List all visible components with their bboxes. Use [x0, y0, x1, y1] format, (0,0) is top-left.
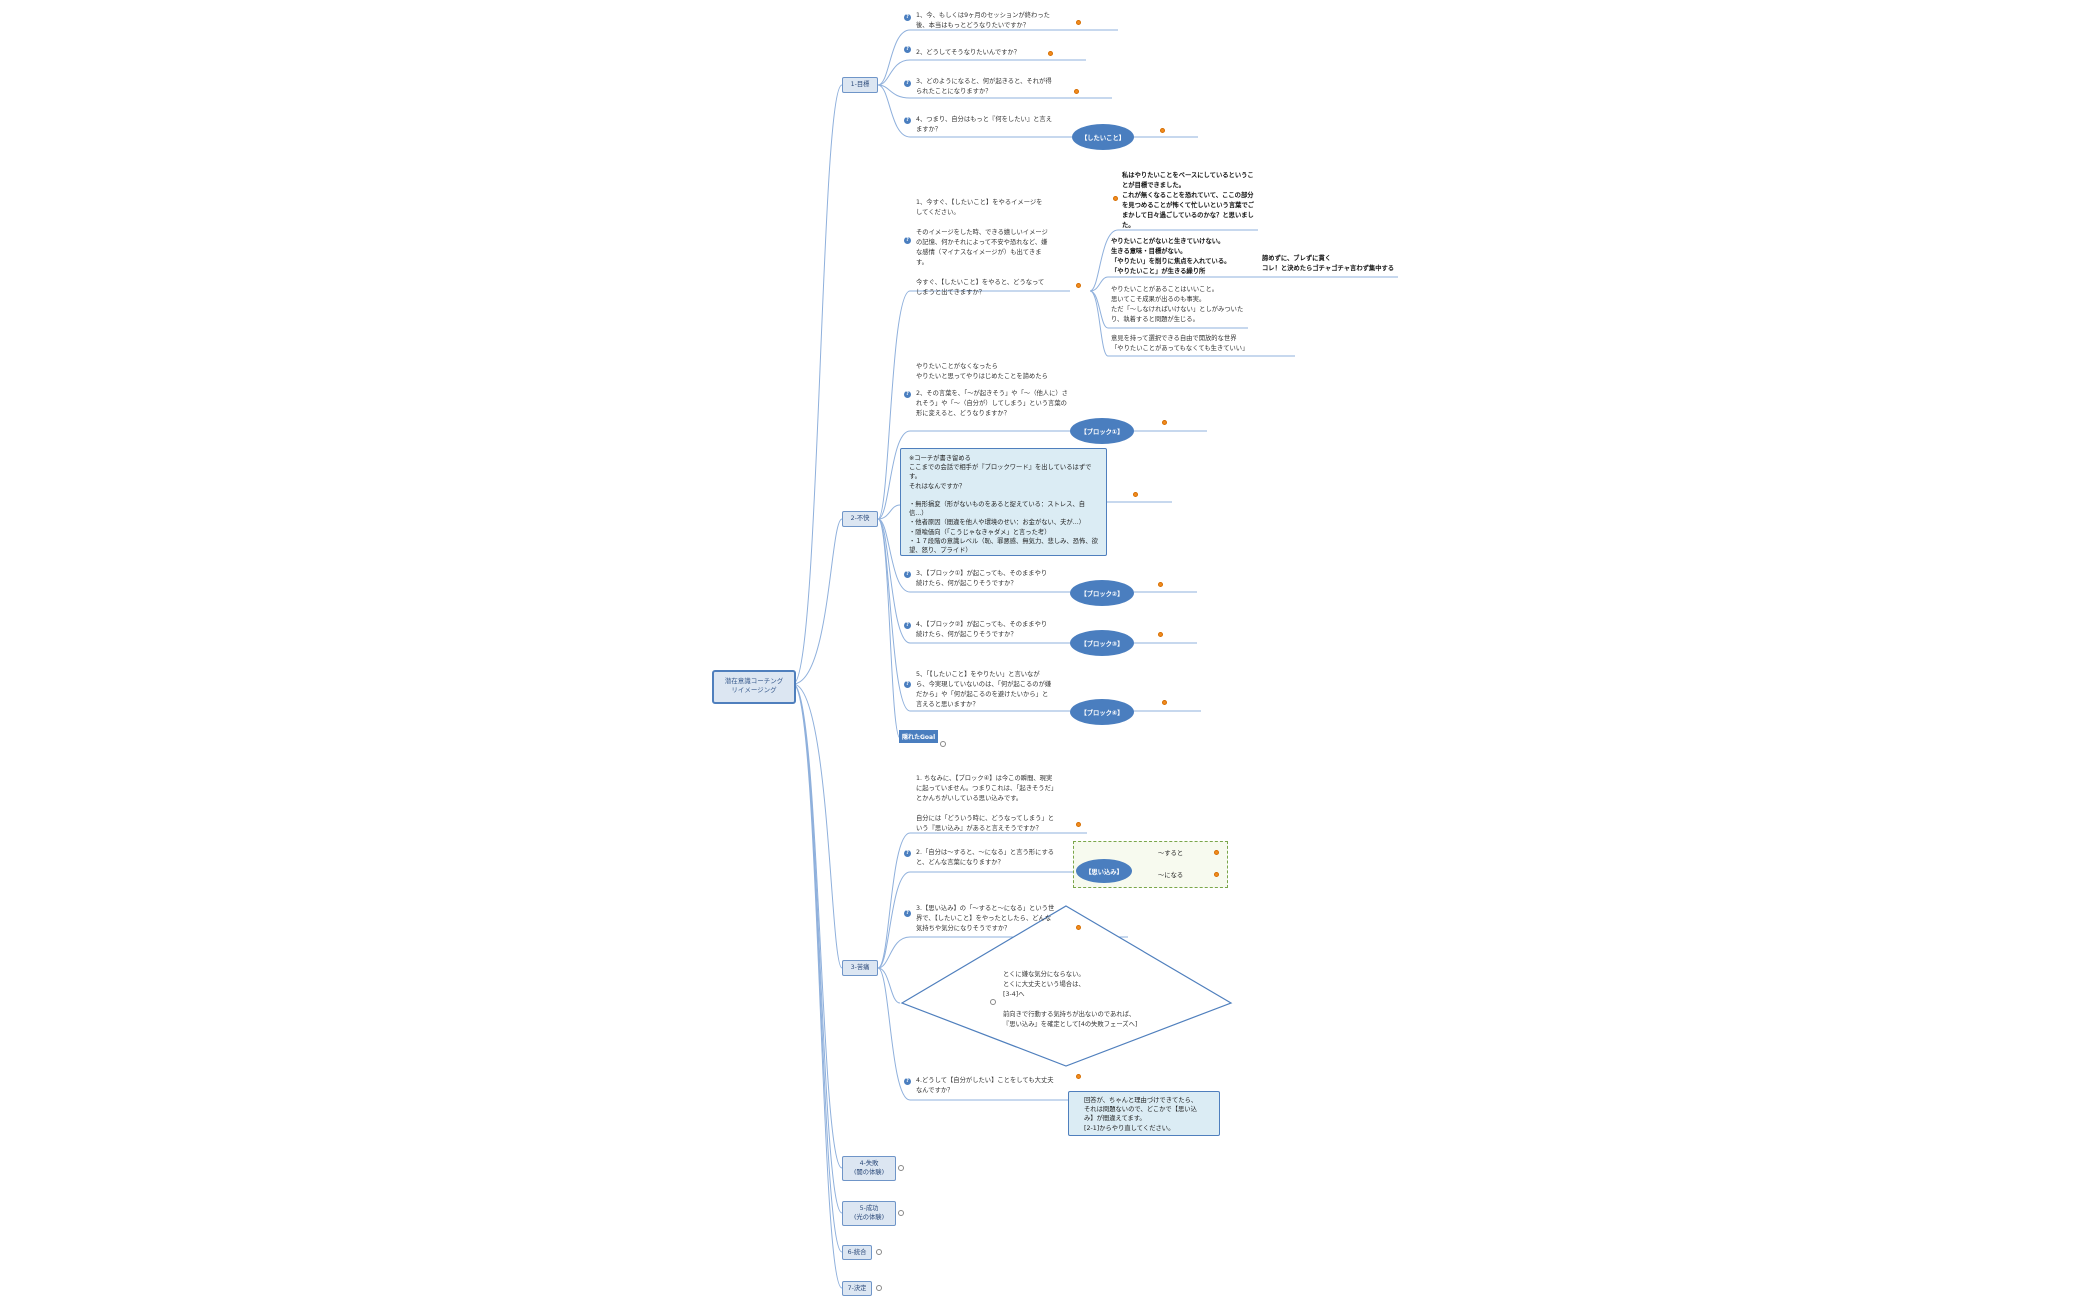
warning-icon [1076, 1074, 1081, 1079]
block-2-node[interactable]: 【ブロック②】 [1070, 580, 1134, 606]
root-topic[interactable]: 潜在意識コーチング リイメージング [712, 670, 796, 704]
question-icon: ? [904, 681, 911, 688]
goal-question-4[interactable]: 4、つまり、自分はもっと『何をしたい』と言えますか？ [916, 116, 1052, 133]
warning-icon [1158, 632, 1163, 637]
warning-icon [1133, 492, 1138, 497]
goal-question-1[interactable]: 1、今、もしくは9ヶ月のセッションが終わった後、本当はもっとどうなりたいですか？ [916, 12, 1050, 29]
pain-question-4[interactable]: 4.どうして【自分がしたい】ことをしても大丈夫なんですか？ [916, 1077, 1054, 1094]
discomfort-answer-2[interactable]: やりたいことがないと生きていけない。 生きる意味・目標がない。 「やりたい」を削… [1111, 238, 1231, 275]
discomfort-question-1[interactable]: 1、今すぐ、【したいこと】をやるイメージをしてください。 そのイメージをした時、… [916, 199, 1048, 296]
discomfort-answer-1[interactable]: 私はやりたいことをベースにしているということが目標できました。 これが無くなるこ… [1122, 172, 1255, 229]
warning-icon [1048, 51, 1053, 56]
warning-icon [1160, 128, 1165, 133]
topic-failure[interactable]: 4-失敗 (闇の体験) [842, 1156, 896, 1181]
expand-icon[interactable] [940, 741, 946, 747]
warning-icon [1214, 872, 1219, 877]
discomfort-answer-4[interactable]: 意見を持って選択できる自由で開放的な世界 「やりたいことがあってもなくても生きて… [1111, 335, 1249, 352]
note-icon [990, 999, 996, 1005]
decision-diamond [900, 905, 1233, 1067]
expand-icon[interactable] [898, 1210, 904, 1216]
question-icon: ? [904, 850, 911, 857]
want-to-do-node[interactable]: 【したいこと】 [1072, 124, 1134, 150]
expand-icon[interactable] [898, 1165, 904, 1171]
discomfort-question-4[interactable]: 4、【ブロック②】が起こっても、そのままやり続けたら、何が起こりそうですか？ [916, 621, 1048, 638]
question-icon: ? [904, 80, 911, 87]
pain-question-1[interactable]: 1. ちなみに、【ブロック④】は今この瞬間、現実に起っていません。つまりこれは、… [916, 775, 1055, 832]
pain-question-2[interactable]: 2.「自分は〜すると、〜になる」と言う形にすると、どんな言葉になりますか？ [916, 849, 1055, 866]
topic-success[interactable]: 5-成功 (光の体験) [842, 1201, 896, 1226]
warning-icon [1158, 582, 1163, 587]
warning-icon [1076, 20, 1081, 25]
topic-pain[interactable]: 3-苦痛 [842, 960, 878, 976]
question-icon: ? [904, 571, 911, 578]
question-icon: ? [904, 117, 911, 124]
warning-icon [1076, 925, 1081, 930]
warning-icon [1074, 89, 1079, 94]
topic-decision[interactable]: 7-決定 [842, 1281, 872, 1296]
block-1-node[interactable]: 【ブロック①】 [1070, 418, 1134, 444]
discomfort-answer-3[interactable]: やりたいことがあることはいいこと。 思いてこそ成果が出るのも事実。 ただ「〜しな… [1111, 286, 1244, 323]
memo-note[interactable]: やりたいことがなくなったら やりたいと思ってやりはじめたことを諦めたら [916, 363, 1048, 380]
warning-icon [1113, 196, 1118, 201]
retry-note[interactable]: 回答が、ちゃんと理由づけできてたら、 それは問題ないので、どこかで【思い込み】が… [1068, 1091, 1220, 1136]
topic-integration[interactable]: 6-統合 [842, 1245, 872, 1260]
belief-node[interactable]: 【思い込み】 [1076, 859, 1132, 883]
warning-icon [1214, 850, 1219, 855]
discomfort-question-3[interactable]: 3、【ブロック①】が起こっても、そのままやり続けたら、何が起こりそうですか？ [916, 570, 1048, 587]
goal-question-3[interactable]: 3、どのようになると、何が起きると、それが得られたことになりますか？ [916, 78, 1052, 95]
discomfort-question-2[interactable]: 2、その言葉を、「〜が起きそう」や「〜（他人に）されそう」や「〜（自分が）してし… [916, 390, 1068, 417]
belief-if-label[interactable]: 〜すると [1158, 850, 1184, 857]
topic-goal[interactable]: 1-目標 [842, 77, 878, 93]
question-icon: ? [904, 46, 911, 53]
pain-question-3[interactable]: 3.【思い込み】の「〜すると〜になる」という世界で、【したいこと】をやったとした… [916, 905, 1055, 932]
question-icon: ? [904, 622, 911, 629]
belief-then-label[interactable]: 〜になる [1158, 872, 1184, 879]
question-icon: ? [904, 391, 911, 398]
topic-discomfort[interactable]: 2-不快 [842, 511, 878, 527]
question-icon: ? [904, 237, 911, 244]
discomfort-question-5[interactable]: 5、「【したいこと】をやりたい」と言いながら、今実現していないのは、「何が起こる… [916, 671, 1052, 708]
question-icon: ? [904, 14, 911, 21]
warning-icon [1076, 822, 1081, 827]
block-3-node[interactable]: 【ブロック③】 [1070, 630, 1134, 656]
discomfort-answer-2-detail[interactable]: 諦めずに、ブレずに貫く コレ！と決めたらゴチャゴチャ言わず集中する [1262, 255, 1395, 272]
warning-icon [1076, 283, 1081, 288]
warning-icon [1162, 420, 1167, 425]
block-4-node[interactable]: 【ブロック④】 [1070, 699, 1134, 725]
expand-icon[interactable] [876, 1285, 882, 1291]
hidden-goal-tag[interactable]: 隠れたGoal [899, 730, 939, 743]
block-word-note[interactable]: ※コーチが書き留める ここまでの会話で相手が『ブロックワード』を出しているはずで… [900, 448, 1107, 556]
question-icon: ? [904, 910, 911, 917]
expand-icon[interactable] [876, 1249, 882, 1255]
decision-diamond-text[interactable]: とくに嫌な気分にならない。 とくに大丈夫という場合は、 [3-4]へ 前向きで行… [1003, 971, 1138, 1028]
goal-question-2[interactable]: 2、どうしてそうなりたいんですか？ [916, 49, 1021, 56]
warning-icon [1162, 700, 1167, 705]
question-icon: ? [904, 1078, 911, 1085]
